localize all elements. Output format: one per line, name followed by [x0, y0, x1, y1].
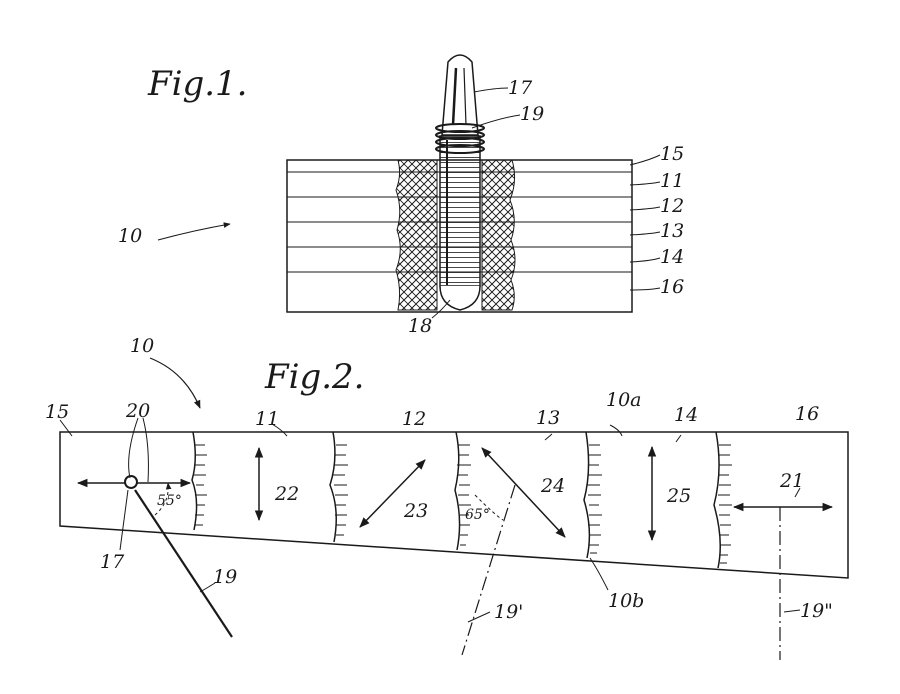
- label-10: 10: [118, 225, 142, 247]
- fig2-title: Fig.2.: [264, 357, 364, 397]
- label-10-fig2: 10: [130, 335, 154, 357]
- label-20: 20: [125, 400, 150, 422]
- label-10b: 10b: [608, 590, 644, 612]
- label-16-fig2: 16: [795, 403, 819, 425]
- label-14: 14: [660, 246, 684, 268]
- label-12: 12: [660, 195, 684, 217]
- pin-17: [439, 54, 481, 311]
- label-17-fig2: 17: [100, 551, 125, 573]
- label-11: 11: [660, 170, 684, 192]
- hatch-right: [481, 159, 516, 311]
- label-19-fig2: 19: [213, 566, 237, 588]
- label-14-fig2: 14: [674, 404, 698, 426]
- fig1-title: Fig.1.: [147, 64, 247, 104]
- fig1-laminate: [286, 159, 633, 313]
- label-19: 19: [520, 103, 544, 125]
- label-11-fig2: 11: [255, 408, 279, 430]
- arrow-24: [481, 447, 566, 538]
- label-18: 18: [408, 315, 432, 337]
- label-19-prime: 19': [494, 601, 523, 623]
- angle-arc-55: [154, 482, 172, 516]
- coil-19: [435, 123, 485, 154]
- line-19-prime: [461, 484, 516, 656]
- label-22: 22: [274, 483, 299, 505]
- label-23: 23: [403, 500, 428, 522]
- label-25: 25: [666, 485, 691, 507]
- label-24: 24: [540, 475, 565, 497]
- label-13-fig2: 13: [536, 407, 560, 429]
- label-16: 16: [660, 276, 684, 298]
- label-10a: 10a: [606, 389, 642, 411]
- label-13: 13: [660, 220, 684, 242]
- label-17: 17: [508, 77, 533, 99]
- arrow-23: [359, 459, 426, 528]
- label-21: 21: [779, 470, 804, 492]
- label-15-fig2: 15: [45, 401, 69, 423]
- label-12-fig2: 12: [402, 408, 426, 430]
- label-65: 65°: [465, 507, 490, 523]
- label-55: 55°: [157, 493, 182, 509]
- line-19: [134, 489, 233, 638]
- label-15: 15: [660, 143, 684, 165]
- hatch-left: [395, 159, 438, 311]
- label-19-doubleprime: 19": [800, 600, 833, 622]
